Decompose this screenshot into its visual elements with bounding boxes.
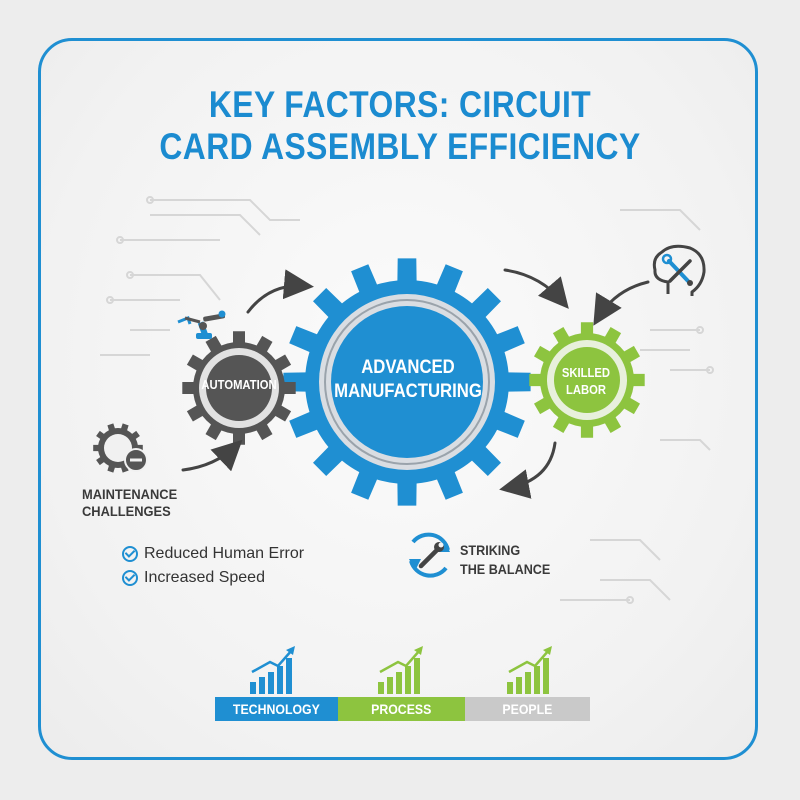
check-circle-icon xyxy=(122,570,138,586)
chart-trend-line xyxy=(251,649,293,674)
chart-bar-icon-part xyxy=(277,666,283,694)
check-circle-icon xyxy=(122,546,138,562)
chart-bar-icon-part xyxy=(507,682,513,694)
growth-chart-icon xyxy=(250,646,552,694)
benefit-item: Increased Speed xyxy=(122,566,304,590)
page-title: KEY FACTORS: CIRCUIT CARD ASSEMBLY EFFIC… xyxy=(56,84,744,168)
balance-line-1: STRIKING xyxy=(460,542,521,558)
pillar-process: PROCESS xyxy=(338,697,465,721)
pillar-label: PROCESS xyxy=(371,701,432,717)
skilled-labor-gear-label: SKILLED LABOR xyxy=(552,365,620,399)
gear-hub xyxy=(331,306,483,458)
chart-bar-icon-part xyxy=(286,658,292,694)
pillar-technology: TECHNOLOGY xyxy=(215,697,338,721)
chart-bar-icon-part xyxy=(396,672,402,694)
maintenance-label: MAINTENANCE CHALLENGES xyxy=(82,486,177,520)
balance-label: STRIKING THE BALANCE xyxy=(460,541,550,579)
chart-bar-icon-part xyxy=(268,672,274,694)
robot-arm-icon xyxy=(177,310,226,339)
main-gear-line-1: ADVANCED xyxy=(361,357,455,378)
chart-trend-arrow xyxy=(543,646,552,655)
chart-bar-icon-part xyxy=(378,682,384,694)
chart-bar-icon-part xyxy=(516,677,522,694)
chart-bar-icon-part xyxy=(387,677,393,694)
gear-hub xyxy=(554,347,620,413)
benefit-text: Increased Speed xyxy=(144,569,265,586)
title-line-2: CARD ASSEMBLY EFFICIENCY xyxy=(159,126,641,167)
chart-bar-icon-part xyxy=(259,677,265,694)
minus-sign xyxy=(130,458,142,462)
main-gear-line-2: MANUFACTURING xyxy=(334,381,482,402)
chart-bar-icon-part xyxy=(543,658,549,694)
gear-minus-icon xyxy=(93,423,148,473)
chart-trend-line xyxy=(379,649,421,674)
chart-bar-icon-part xyxy=(414,658,420,694)
chart-trend-arrow xyxy=(414,646,423,655)
chart-bar-icon-part xyxy=(534,666,540,694)
skilled-line-2: LABOR xyxy=(565,383,606,397)
pillar-people: PEOPLE xyxy=(465,697,590,721)
circuit-traces-left xyxy=(100,196,300,356)
skilled-line-1: SKILLED xyxy=(561,366,611,380)
head-tools-icon xyxy=(652,244,706,296)
automation-gear xyxy=(182,331,296,445)
chart-trend-arrow xyxy=(286,646,295,655)
maintenance-line-1: MAINTENANCE xyxy=(82,486,178,502)
circuit-traces-right xyxy=(560,209,714,604)
balance-line-2: THE BALANCE xyxy=(460,561,551,577)
pillar-label: PEOPLE xyxy=(502,701,553,717)
gear-ring-edge xyxy=(324,299,490,465)
benefit-item: Reduced Human Error xyxy=(122,542,304,566)
skilled-labor-gear xyxy=(529,322,645,438)
automation-gear-label: AUTOMATION xyxy=(201,378,277,392)
flow-arrows xyxy=(181,268,650,499)
chart-bar-icon-part xyxy=(405,666,411,694)
main-gear-label: ADVANCED MANUFACTURING xyxy=(329,356,487,404)
benefits-list: Reduced Human Error Increased Speed xyxy=(122,542,304,590)
gear-hole xyxy=(104,434,132,462)
pillar-label: TECHNOLOGY xyxy=(233,701,320,717)
chart-trend-line xyxy=(508,649,550,674)
refresh-wrench-icon xyxy=(409,532,450,578)
maintenance-line-2: CHALLENGES xyxy=(82,503,171,519)
advanced-manufacturing-gear xyxy=(283,258,531,506)
gear-hub xyxy=(206,355,272,421)
title-line-1: KEY FACTORS: CIRCUIT xyxy=(208,84,592,125)
chart-bar-icon-part xyxy=(250,682,256,694)
chart-bar-icon-part xyxy=(525,672,531,694)
benefit-text: Reduced Human Error xyxy=(144,545,305,562)
